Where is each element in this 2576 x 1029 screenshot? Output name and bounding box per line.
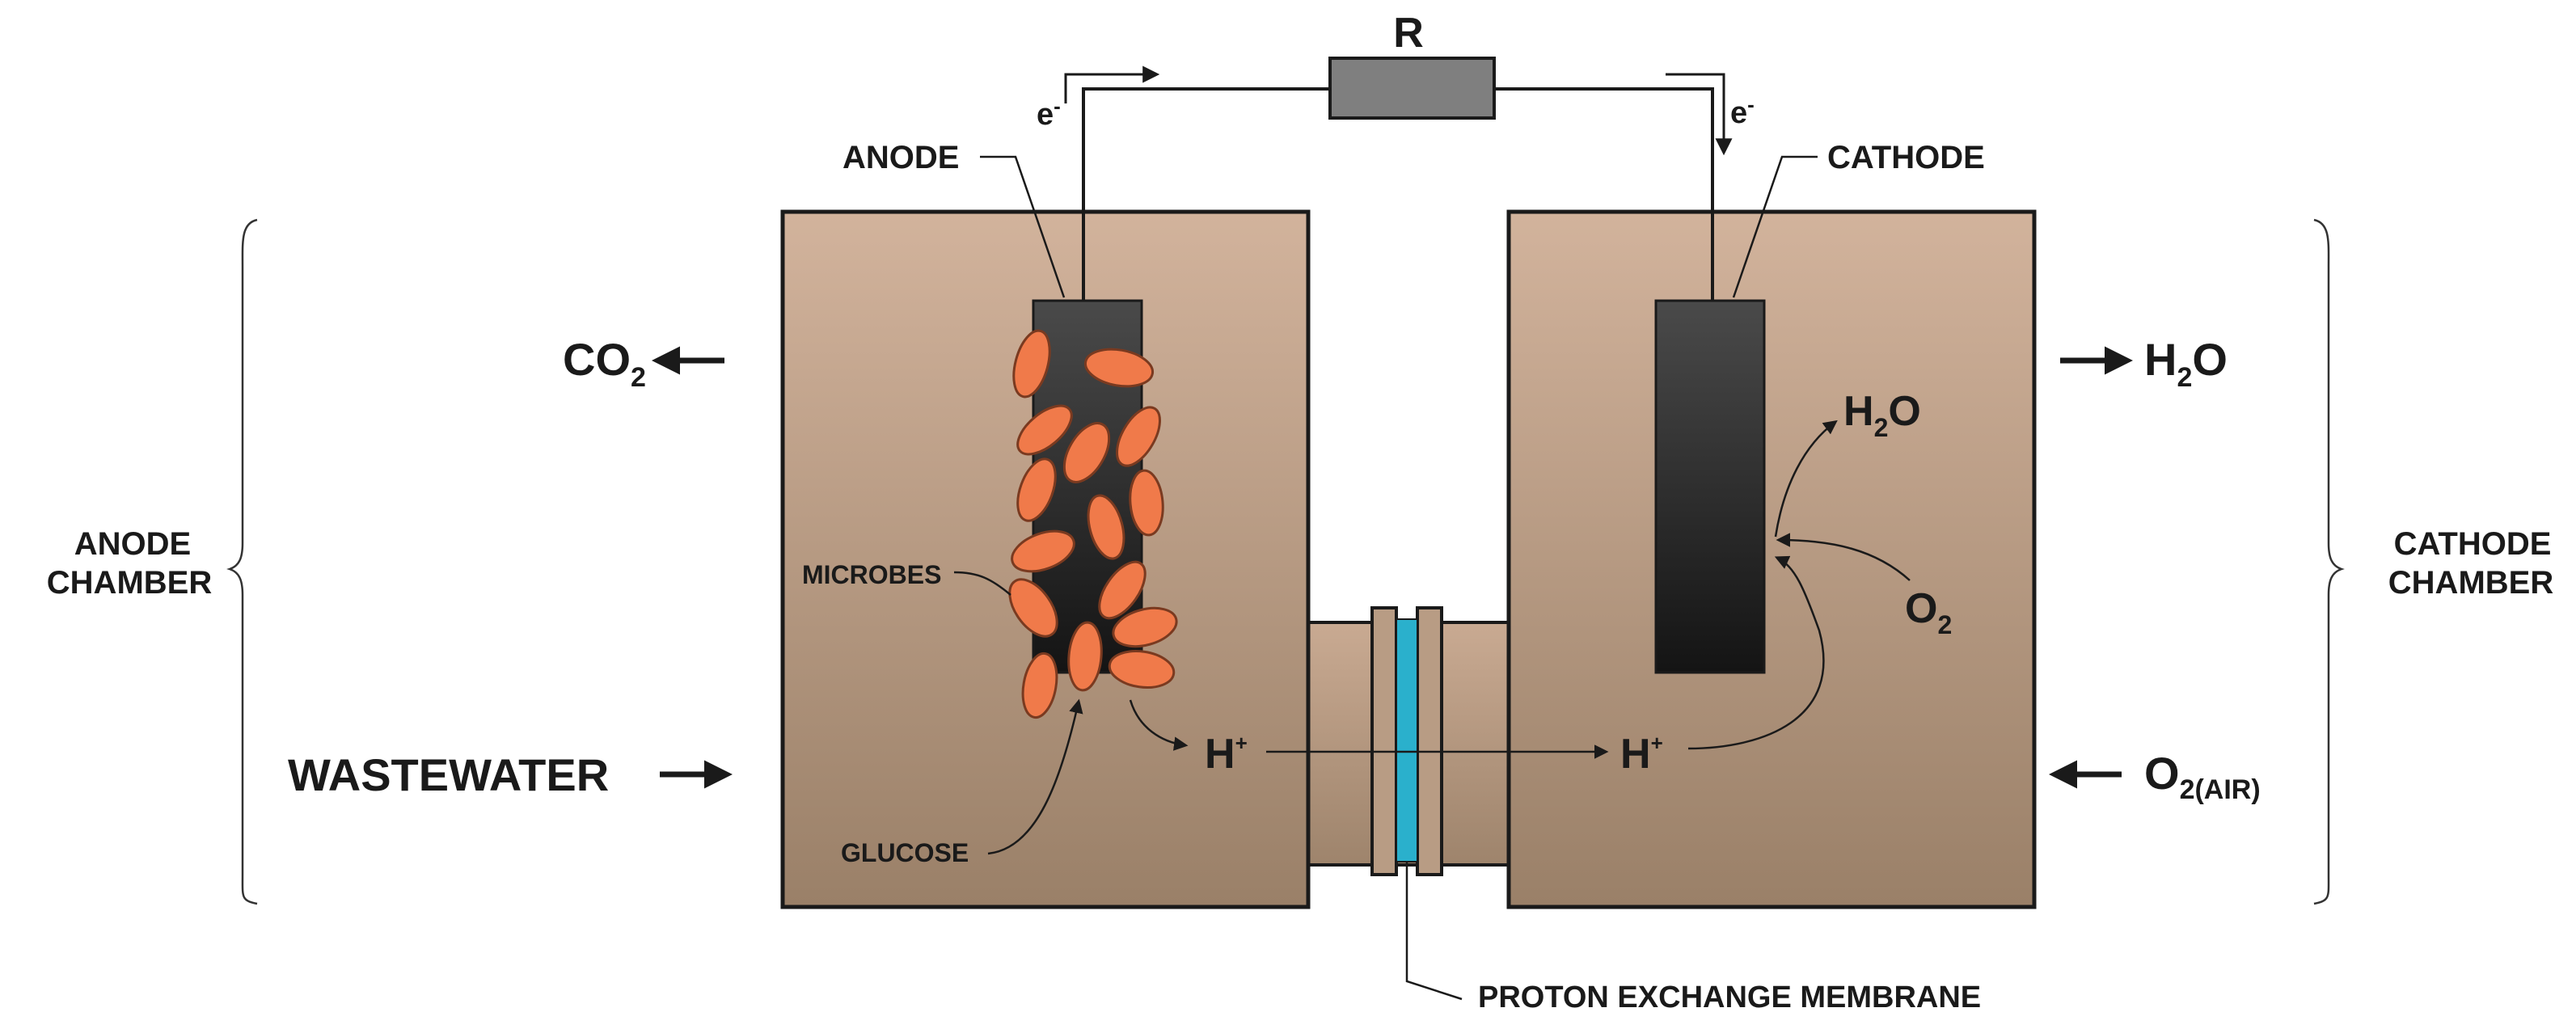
microbe: [1108, 650, 1176, 689]
microbe: [1083, 348, 1155, 388]
glucose-arrow: [987, 698, 1083, 855]
microbe: [1021, 652, 1058, 719]
proton-exchange-membrane: [1396, 618, 1418, 862]
cathode-leader: [1732, 155, 1818, 298]
oxygen-to-cathode-arrow: [1776, 533, 1911, 581]
proton-release-arrow: [1129, 699, 1189, 751]
anode-chamber-label-line2: CHAMBER: [47, 565, 213, 601]
membrane-label: PROTON EXCHANGE MEMBRANE: [1478, 981, 1981, 1014]
glucose-label: GLUCOSE: [841, 838, 969, 867]
cathode-electrode: [1654, 299, 1766, 674]
wastewater-label: WASTEWATER: [288, 749, 609, 800]
microbe: [1112, 606, 1178, 648]
microbe: [1062, 422, 1111, 483]
air-input-label: O2(AIR): [2144, 748, 2261, 805]
electron-flow-arrow-right: [1666, 73, 1733, 156]
electron-label-left: e-: [1037, 94, 1061, 132]
cathode-label: CATHODE: [1827, 140, 1985, 175]
anode-chamber-label-line1: ANODE: [74, 526, 191, 562]
microbes-label: MICROBES: [802, 560, 941, 589]
circuit-wire-left: [1082, 87, 1330, 301]
anode-leader: [980, 155, 1066, 298]
membrane-flange-left: [1370, 606, 1398, 876]
water-label-cathode: H2O: [1843, 388, 1921, 442]
resistor: [1328, 57, 1496, 120]
cathode-chamber-box: [1506, 209, 2037, 909]
oxygen-label-cathode: O2: [1905, 585, 1952, 639]
water-formation-arrow: [1774, 420, 1838, 538]
microbe: [1116, 406, 1161, 467]
membrane-leader: [1405, 862, 1463, 1001]
membrane-flange-right: [1416, 606, 1443, 876]
microbes-cluster: [1008, 329, 1178, 719]
cathode-chamber-brace: [2313, 218, 2345, 905]
microbe: [1067, 621, 1103, 692]
microbe: [1011, 529, 1075, 573]
cathode-chamber-label-line1: CATHODE: [2394, 526, 2552, 562]
microbe: [1129, 469, 1164, 537]
proton-label-cathode: H+: [1620, 731, 1663, 778]
microbe: [1016, 404, 1073, 456]
microbe: [1012, 329, 1051, 399]
microbe: [1098, 560, 1147, 620]
circuit-wire-right: [1494, 87, 1714, 301]
co2-output-label: CO2: [563, 334, 646, 393]
proton-to-cathode-arrow: [1687, 555, 1825, 750]
microbe: [1087, 494, 1125, 560]
proton-label-anode: H+: [1205, 731, 1248, 778]
electron-flow-arrow-left: [1064, 65, 1160, 103]
resistor-label: R: [1393, 10, 1424, 57]
anode-label: ANODE: [842, 140, 959, 175]
water-output-label: H2O: [2144, 334, 2228, 393]
microbe: [1008, 578, 1058, 638]
anode-chamber-brace: [226, 218, 258, 905]
microbes-leader: [953, 571, 1011, 596]
cathode-chamber-label-line2: CHAMBER: [2388, 565, 2554, 601]
electron-label-right: e-: [1730, 92, 1755, 130]
microbe: [1016, 458, 1057, 522]
